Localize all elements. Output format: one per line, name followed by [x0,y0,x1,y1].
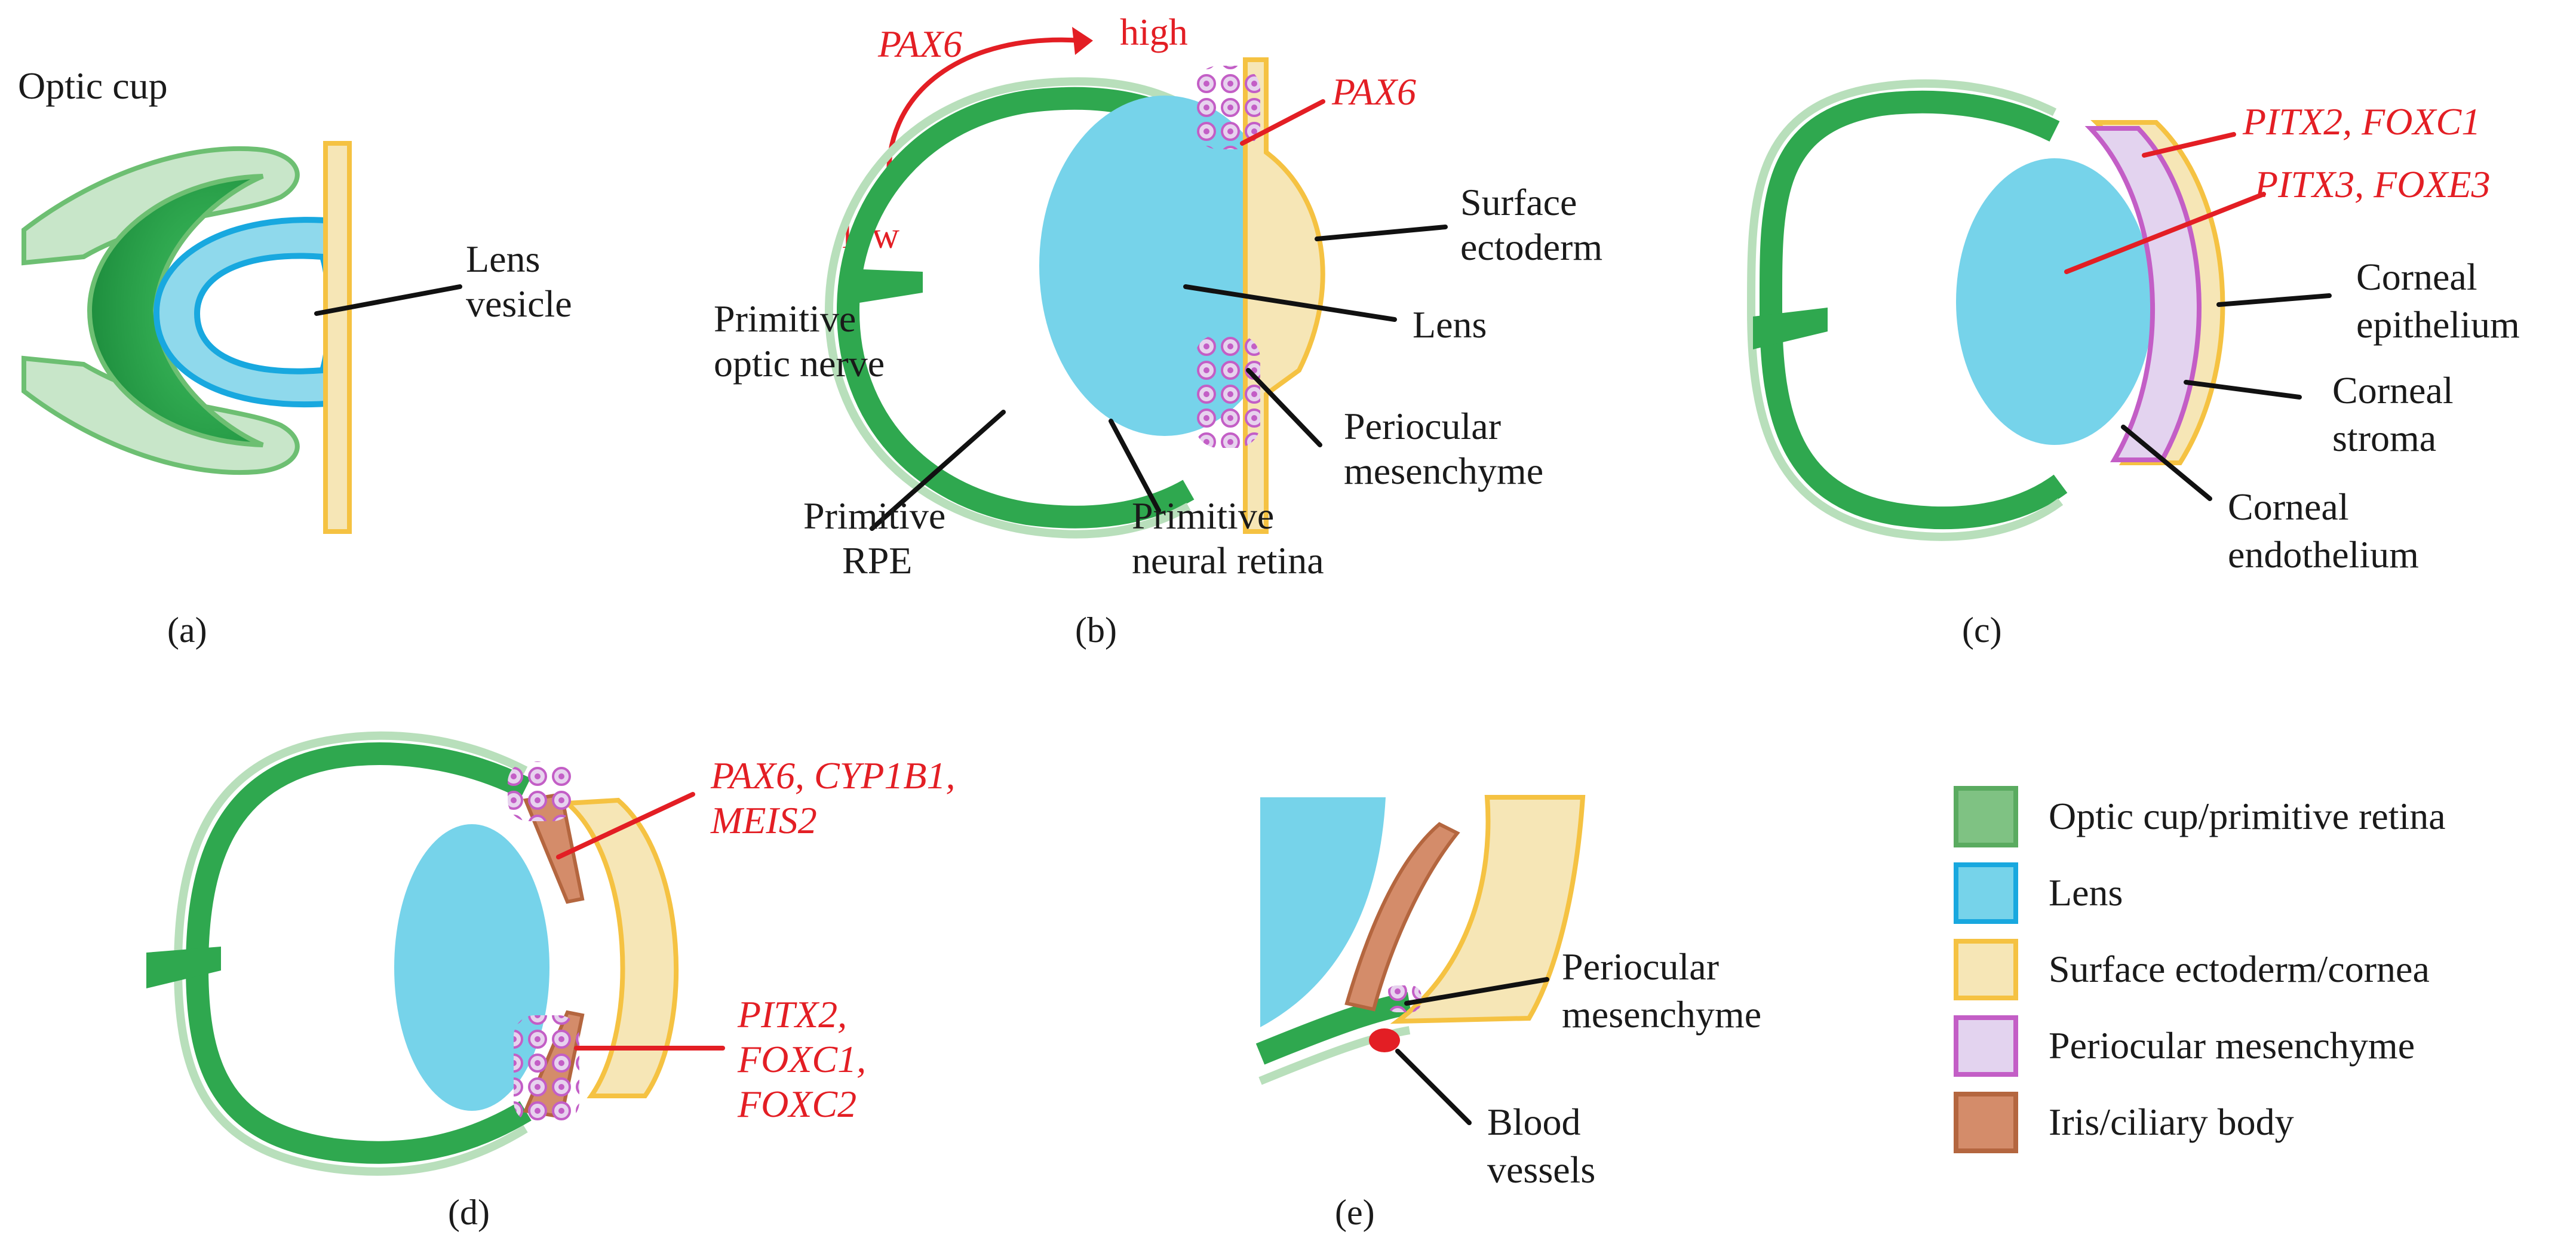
lens-d [394,824,549,1111]
lens-vesicle-leader [314,284,462,316]
optic-cup-rpe-c [1746,79,2064,541]
cornea-e [1390,795,1586,1024]
pax6-gradient-high: high [1120,11,1188,53]
surface-ectoderm-leader [1315,225,1448,241]
gene-foxc2-d: FOXC2 [737,1083,856,1125]
caption-e: (e) [1335,1193,1375,1232]
pax6-gradient-arrowhead [1072,27,1093,55]
caption-c: (c) [1962,610,2002,650]
pax6-cyp1b1-leader [556,792,695,859]
optic-nerve-stub-d [146,947,221,988]
legend-label-1: Lens [2049,871,2123,914]
legend-label-3: Periocular mesenchyme [2049,1024,2415,1067]
rpe-leader [870,410,1006,531]
periocular-mesenchyme-label-e-2: mesenchyme [1562,993,1761,1036]
lens-vesicle-label-2: vesicle [466,282,572,325]
corneal-epithelium-label-2: epithelium [2356,303,2520,346]
lens-c [1956,158,2153,445]
legend-label-0: Optic cup/primitive retina [2049,795,2446,837]
pitx2-foxc1-leader [2142,132,2236,158]
blood-vessels-label-2: vessels [1487,1148,1595,1191]
corneal-endothelium-leader [2121,425,2212,501]
periocular-mesenchyme-leader-b [1246,368,1322,447]
gene-pax6-cyp1b1: PAX6, CYP1B1, [710,754,956,797]
lens-vesicle-label-1: Lens [466,238,540,280]
periocular-mesenchyme-e [1386,985,1421,1012]
panel-b: PAX6 high low PAX6 Surface ectoderm Lens… [714,11,1602,650]
blood-vessels-label-1: Blood [1487,1101,1580,1143]
optic-cup-ring-c [1759,90,2068,530]
corneal-epithelium-label-1: Corneal [2356,256,2477,298]
optic-cup-ring-b [836,87,1195,529]
blood-vessel-e [1369,1028,1400,1052]
legend-swatch-1 [1954,862,2018,924]
pax6-ectoderm-gene: PAX6 [1331,70,1416,113]
iris-e [1344,822,1460,1012]
pax6-ectoderm-leader [1240,99,1325,146]
pitx3-foxe3-leader [2064,192,2266,274]
periocular-mesenchyme-top-d [508,761,573,821]
optic-nerve-label-2: optic nerve [714,342,885,385]
lens-e [1260,797,1386,1027]
legend-label-2: Surface ectoderm/cornea [2049,948,2430,990]
surface-ectoderm-strip [323,141,352,534]
panel-e: Periocular mesenchyme Blood vessels (e) [1255,795,1761,1232]
legend-label-4: Iris/ciliary body [2049,1101,2294,1143]
optic-cup-rpe-b [824,77,1191,539]
optic-nerve-label-1: Primitive [714,297,856,340]
periocular-mesenchyme-label-b-2: mesenchyme [1344,450,1543,492]
periocular-mesenchyme-bottom-d [514,1015,579,1123]
optic-cup-crescent [87,174,264,447]
corneal-stroma-label-1: Corneal [2332,369,2454,411]
optic-cup-title: Optic cup [18,64,168,107]
surface-ectoderm-b [1243,57,1325,534]
corneal-endothelium-label-1: Corneal [2228,486,2349,528]
lens-vesicle-lumen [194,253,333,374]
rpe-label-2: RPE [842,539,912,582]
caption-a: (a) [167,610,207,650]
panel-d: PAX6, CYP1B1, MEIS2 PITX2, FOXC1, FOXC2 … [146,731,956,1232]
blood-vessels-leader [1395,1049,1472,1125]
periocular-mesenchyme-bottom-b [1195,334,1260,448]
gene-foxc1-d: FOXC1, [737,1038,866,1080]
legend-swatch-0 [1954,786,2018,847]
gene-pitx2-d: PITX2, [737,993,847,1036]
panel-c: PITX2, FOXC1 PITX3, FOXE3 Corneal epithe… [1746,79,2520,650]
caption-b: (b) [1075,610,1117,650]
gene-meis2: MEIS2 [710,799,817,841]
cornea-d [561,797,679,1098]
corneal-stroma-leader [2184,380,2302,400]
legend-swatch-3 [1954,1015,2018,1077]
periocular-mesenchyme-top-b [1195,66,1260,149]
gene-pitx3-foxe3: PITX3, FOXE3 [2254,163,2491,205]
corneal-endothelium-label-2: endothelium [2228,533,2419,576]
periocular-mesenchyme-label-b-1: Periocular [1344,405,1501,447]
gene-pitx2-foxc1: PITX2, FOXC1 [2242,100,2480,143]
neural-retina-leader [1109,419,1161,513]
pax6-gradient-gene: PAX6 [877,23,962,65]
lens-label-b: Lens [1413,303,1487,346]
neural-retina-label-1: Primitive [1132,494,1274,537]
corneal-epithelium-leader [2216,293,2332,307]
surface-ectoderm-label-1: Surface [1460,181,1577,223]
optic-nerve-stub-b [848,269,923,305]
legend-swatch-4 [1954,1092,2018,1153]
corneal-stroma-label-2: stroma [2332,417,2436,459]
legend-swatch-2 [1954,939,2018,1000]
surface-ectoderm-label-2: ectoderm [1460,226,1602,268]
rpe-label-1: Primitive [803,494,945,537]
caption-d: (d) [448,1193,490,1232]
panel-a: Optic cup Lens vesicle (a) [18,64,572,650]
lens-leader-b [1183,284,1397,322]
neural-retina-label-2: neural retina [1132,539,1324,582]
periocular-mesenchyme-label-e-1: Periocular [1562,945,1719,988]
optic-nerve-stub-c [1753,308,1828,349]
periocular-mesenchyme-leader-e [1404,977,1549,1006]
